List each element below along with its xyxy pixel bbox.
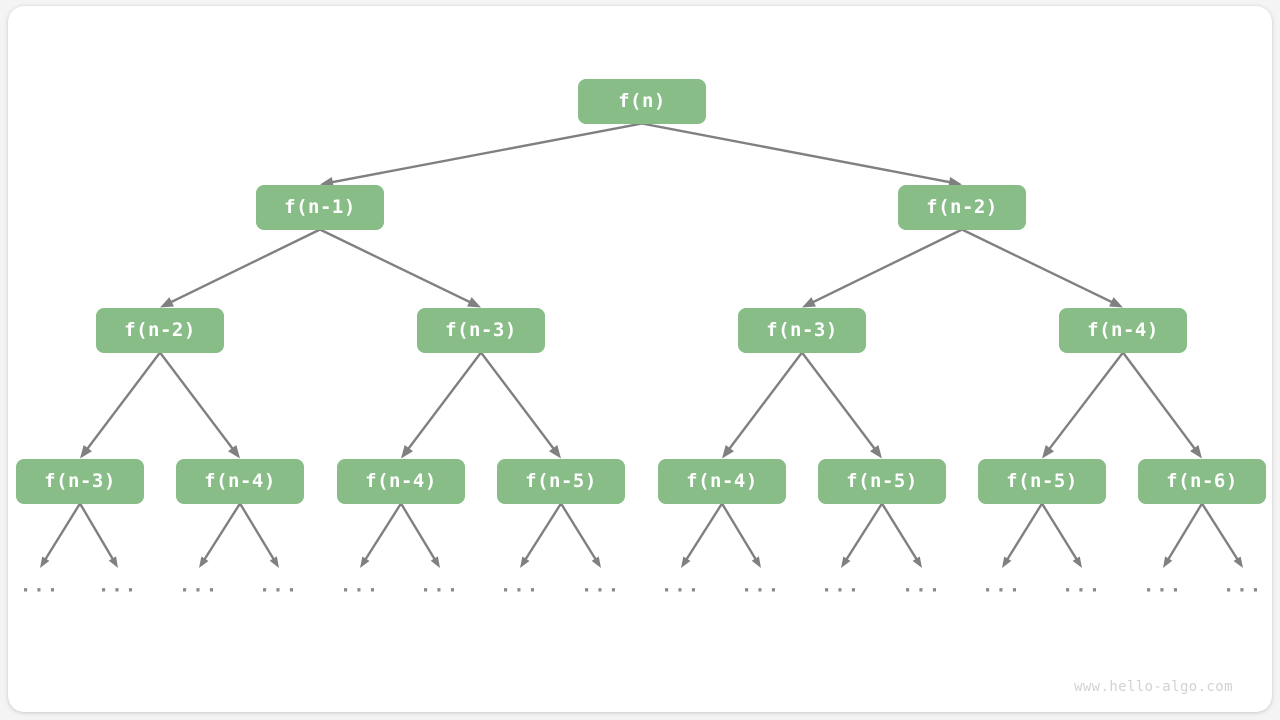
tree-node: f(n-1) — [256, 184, 384, 230]
watermark-label: www.hello-algo.com — [1074, 679, 1233, 695]
tree-node: f(n-2) — [898, 184, 1026, 230]
ellipsis-marker: ... — [178, 574, 220, 597]
tree-node: f(n-3) — [738, 307, 866, 353]
tree-node: f(n-3) — [16, 458, 144, 504]
ellipsis-marker: ... — [1142, 574, 1184, 597]
ellipsis-marker: ... — [258, 574, 300, 597]
tree-node: f(n-2) — [96, 307, 224, 353]
ellipsis-marker: ... — [1061, 574, 1103, 597]
tree-node: f(n-6) — [1138, 458, 1266, 504]
ellipsis-marker: ... — [499, 574, 541, 597]
ellipsis-marker: ... — [901, 574, 943, 597]
ellipsis-marker: ... — [97, 574, 139, 597]
tree-node: f(n) — [578, 78, 706, 124]
ellipsis-marker: ... — [1222, 574, 1264, 597]
tree-node: f(n-3) — [417, 307, 545, 353]
ellipsis-marker: ... — [740, 574, 782, 597]
ellipsis-marker: ... — [419, 574, 461, 597]
ellipsis-marker: ... — [660, 574, 702, 597]
ellipsis-marker: ... — [19, 574, 61, 597]
ellipsis-marker: ... — [820, 574, 862, 597]
ellipsis-marker: ... — [580, 574, 622, 597]
ellipsis-marker: ... — [981, 574, 1023, 597]
tree-node: f(n-4) — [658, 458, 786, 504]
tree-node: f(n-4) — [1059, 307, 1187, 353]
tree-node: f(n-4) — [176, 458, 304, 504]
tree-node: f(n-4) — [337, 458, 465, 504]
tree-node: f(n-5) — [497, 458, 625, 504]
tree-node: f(n-5) — [818, 458, 946, 504]
ellipsis-marker: ... — [339, 574, 381, 597]
tree-node: f(n-5) — [978, 458, 1106, 504]
